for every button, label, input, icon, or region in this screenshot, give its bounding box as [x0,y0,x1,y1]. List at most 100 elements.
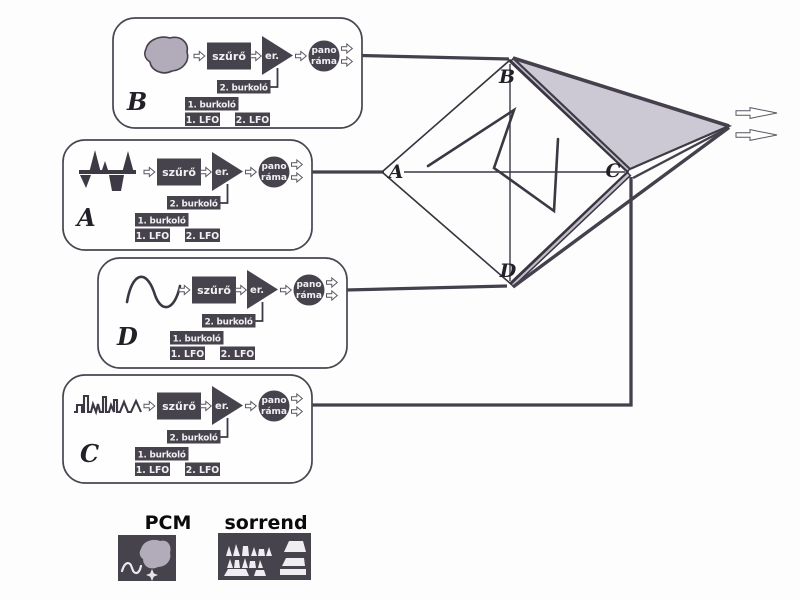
env1-box: 1. burkoló [135,447,189,461]
pan-label-line2: ráma [311,57,337,67]
waveform-shape [251,547,257,556]
env1-label: 1. burkoló [138,449,186,460]
lfo1-label: 1. LFO [136,465,170,476]
waveform-shape [226,546,232,556]
pan-shape [258,390,290,422]
env2-connector [270,68,279,88]
filter-rect [157,392,201,420]
sorrend-box [218,533,311,580]
block-outline [97,257,348,369]
lfo1-box: 1. LFO [185,112,220,126]
edge-strip-dc [508,170,632,288]
waveform-shape [249,561,256,568]
vertex-label-bottom: D [499,260,517,282]
lfo1-label: 1. LFO [136,231,170,242]
sparkle-icon [146,569,158,581]
lfo2-box: 2. LFO [185,228,220,242]
amp-label: er. [215,167,229,178]
pcm-blob-icon [139,539,171,569]
vector-mixer: B A C D [380,56,778,289]
amp-shape [212,152,243,191]
waveform-shape [242,558,248,568]
pan-circle: pano ráma [258,156,290,188]
diamond-outline [380,58,630,286]
block-letter: C [80,439,99,468]
pan-shape [293,274,325,306]
output-arrow-icon [735,107,778,119]
env2-connector [255,302,264,322]
pan-label-line1: pano [261,396,286,406]
connection-lines [311,53,633,407]
env1-label: 1. burkoló [173,333,221,344]
waveform-shape [280,569,306,575]
fan-edge-b-apex [512,56,730,128]
connection-line-d [345,284,508,292]
waveform-sequence-shapes [224,541,306,576]
lfo2-rect [235,112,270,126]
env2-box: 2. burkoló [217,80,271,94]
env1-box: 1. burkoló [170,331,224,345]
pan-label-line2: ráma [296,291,322,301]
filter-box: szűrő [157,392,201,420]
waveform-shape [284,541,306,552]
env2-label: 2. burkoló [220,82,268,93]
noise-waveform-icon [74,394,142,416]
waveform-shape [224,569,249,576]
legend: PCM sorrend [118,512,311,581]
amp-triangle: er. [262,36,293,75]
env2-box: 2. burkoló [167,196,221,210]
vector-path [426,106,560,214]
waveform-shape [234,560,240,568]
lfo2-label: 2. LFO [186,231,220,242]
filter-box: szűrő [207,42,251,70]
waveform-shape [258,549,265,556]
lfo2-rect [185,462,220,476]
filter-rect [192,276,236,304]
block-letter: D [116,322,138,351]
pan-circle: pano ráma [258,390,290,422]
output-arrow-icon [735,129,778,141]
env1-rect [170,331,224,345]
env2-box: 2. burkoló [202,314,256,328]
waveform-shape [227,559,233,568]
env2-rect [167,196,221,210]
pan-label-line1: pano [311,46,336,56]
vertex-label-right: C [605,160,620,182]
filter-label: szűrő [212,50,246,63]
env1-box: 1. burkoló [185,97,239,111]
lfo2-box: 2. LFO [220,346,255,360]
env1-box: 1. burkoló [135,213,189,227]
waveform-shape [258,560,263,568]
channel-block-b: szűrő er. pano ráma 2. burkoló 1. burkol… [112,17,363,129]
env1-rect [135,447,189,461]
amp-label: er. [265,51,279,62]
filter-label: szűrő [162,166,196,179]
filter-box: szűrő [192,276,236,304]
env2-rect [217,80,271,94]
waveform-shape [242,546,249,556]
env2-box: 2. burkoló [167,430,221,444]
connection-line-c [311,177,633,407]
vertex-label-left: A [387,161,404,183]
amp-triangle: er. [212,152,243,191]
lfo2-label: 2. LFO [186,465,220,476]
squiggle-wave-icon [120,562,143,575]
env1-rect [185,97,239,111]
fan-edge-c-apex [632,126,730,180]
amp-label: er. [215,401,229,412]
channel-block-a: szűrő er. pano ráma 2. burkoló 1. burkol… [62,139,313,251]
lfo2-box: 2. LFO [235,112,270,126]
block-letter: A [75,203,96,232]
lfo1-label: 1. LFO [171,349,205,360]
filter-rect [207,42,251,70]
pan-circle: pano ráma [308,40,340,72]
lfo1-label: 1. LFO [186,115,220,126]
pan-label-line2: ráma [261,407,287,417]
filter-label: szűrő [197,284,231,297]
env1-rect [135,213,189,227]
fan-edge-d-apex [511,126,731,289]
env2-label: 2. burkoló [205,316,253,327]
pcm-box [118,535,176,581]
